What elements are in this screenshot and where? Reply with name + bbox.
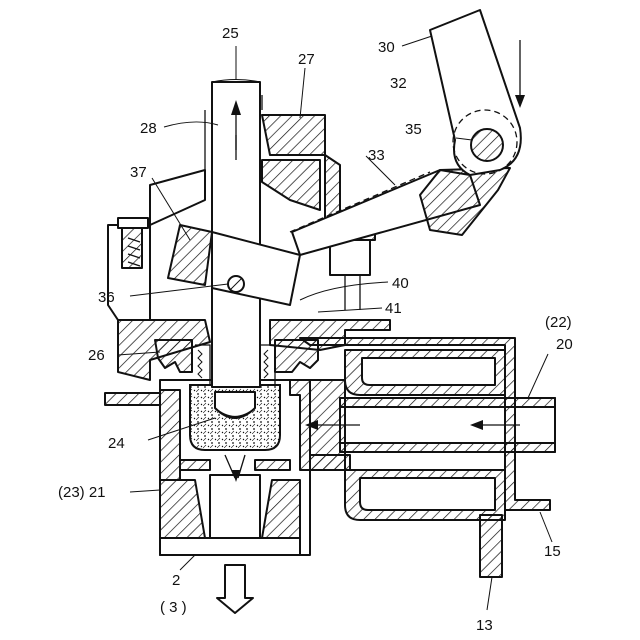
label-28: 28: [140, 120, 157, 137]
label-23-21: (23) 21: [58, 484, 106, 501]
arm-30: [430, 10, 525, 175]
label-30: 30: [378, 39, 395, 56]
label-36: 36: [98, 289, 115, 306]
label-32: 32: [390, 75, 407, 92]
left-flange: [105, 393, 165, 405]
label-15: 15: [544, 543, 561, 560]
label-2: 2: [172, 572, 180, 589]
label-22: (22): [545, 314, 572, 331]
label-13: 13: [476, 617, 493, 634]
lever-33: [290, 168, 510, 255]
label-26: 26: [88, 347, 105, 364]
label-27: 27: [298, 51, 315, 68]
label-24: 24: [108, 435, 125, 452]
label-40: 40: [392, 275, 409, 292]
label-20: 20: [556, 336, 573, 353]
label-41: 41: [385, 300, 402, 317]
label-37: 37: [130, 164, 147, 181]
label-33: 33: [368, 147, 385, 164]
label-35: 35: [405, 121, 422, 138]
support-rod-13: [480, 515, 502, 577]
valve-plug-24: [190, 385, 280, 450]
label-25: 25: [222, 25, 239, 42]
outlet-pipe-20: [340, 398, 555, 452]
label-3: ( 3 ): [160, 599, 187, 616]
